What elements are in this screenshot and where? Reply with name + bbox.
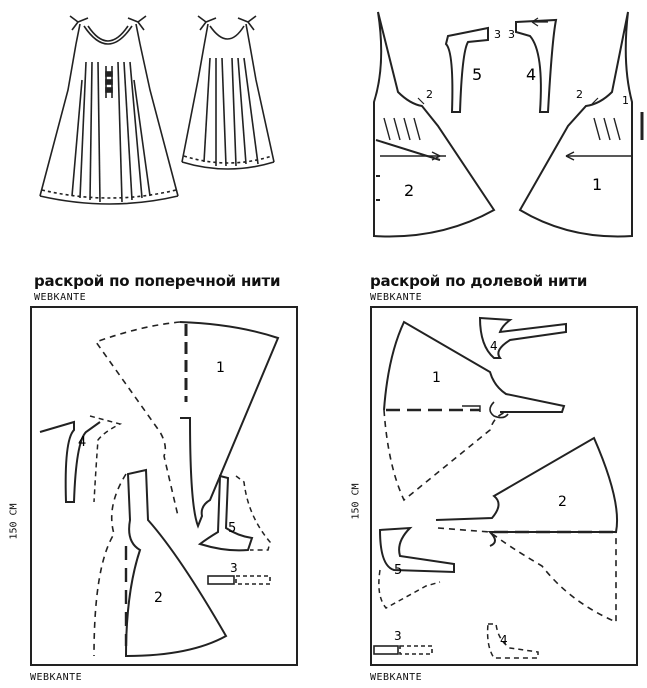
layout-right-label-2: 2 <box>558 494 567 510</box>
dress-large <box>39 15 179 205</box>
layout-left-label-1: 1 <box>216 360 225 376</box>
layout-left-piece-5 <box>197 474 271 552</box>
piece-label-2: 2 <box>404 181 414 200</box>
piece-2-outline <box>373 11 496 238</box>
layout-right-label-5: 5 <box>394 563 402 578</box>
layout-right-label-4-top: 4 <box>490 339 498 353</box>
notch-1-right: 1 <box>622 94 629 107</box>
dress-small <box>181 15 275 170</box>
selvage-top-right: WEBKANTE <box>370 292 423 303</box>
cutting-layout-lengthgrain: 1 2 4 4 5 3 <box>370 306 638 666</box>
layout-left-piece-1 <box>94 321 280 529</box>
layout-right-piece-5 <box>378 526 455 609</box>
selvage-bottom-right: WEBKANTE <box>370 672 423 683</box>
layout-right-piece-1 <box>383 320 566 502</box>
fabric-width-left: 150 CM <box>8 503 20 540</box>
layout-left-label-2: 2 <box>154 590 163 606</box>
selvage-bottom-left: WEBKANTE <box>30 672 83 683</box>
layout-right-label-1: 1 <box>432 370 441 386</box>
layout-right-piece-4-bottom <box>486 623 539 659</box>
piece-label-4: 4 <box>526 65 536 84</box>
piece-label-5: 5 <box>472 65 482 84</box>
caption-lengthgrain: раскрой по долевой нити <box>370 272 588 290</box>
layout-right-piece-4-top <box>478 316 567 359</box>
notch-3-left: 3 <box>494 28 501 41</box>
fabric-border-right <box>370 306 638 666</box>
fabric-width-right: 150 CM <box>350 483 362 520</box>
layout-left-label-5: 5 <box>228 521 236 536</box>
layout-right-piece-2 <box>435 436 619 624</box>
piece-4-outline <box>515 18 558 113</box>
layout-left-piece-2 <box>93 468 228 658</box>
dress-illustrations <box>39 15 275 205</box>
notch-2-left: 2 <box>426 88 433 101</box>
layout-left-piece-4 <box>39 415 123 503</box>
piece-label-1: 1 <box>592 175 602 194</box>
notch-2-right: 2 <box>576 88 583 101</box>
pattern-pieces-overview: 2 1 5 4 3 3 2 2 1 <box>373 11 644 238</box>
layout-left-label-4: 4 <box>78 435 86 450</box>
selvage-top-left: WEBKANTE <box>34 292 87 303</box>
cutting-layout-crossgrain: 1 2 4 5 3 <box>30 306 298 666</box>
layout-right-piece-3 <box>373 645 433 655</box>
caption-crossgrain: раскрой по поперечной нити <box>34 272 281 290</box>
piece-1-outline <box>518 11 633 238</box>
fabric-border-left <box>30 306 298 666</box>
layout-left-label-3: 3 <box>230 561 238 575</box>
piece-5-outline <box>444 26 489 113</box>
layout-right-label-4-bottom: 4 <box>500 633 508 647</box>
layout-left-piece-3 <box>207 575 271 585</box>
layout-right-label-3: 3 <box>394 629 402 643</box>
notch-3-right: 3 <box>508 28 515 41</box>
